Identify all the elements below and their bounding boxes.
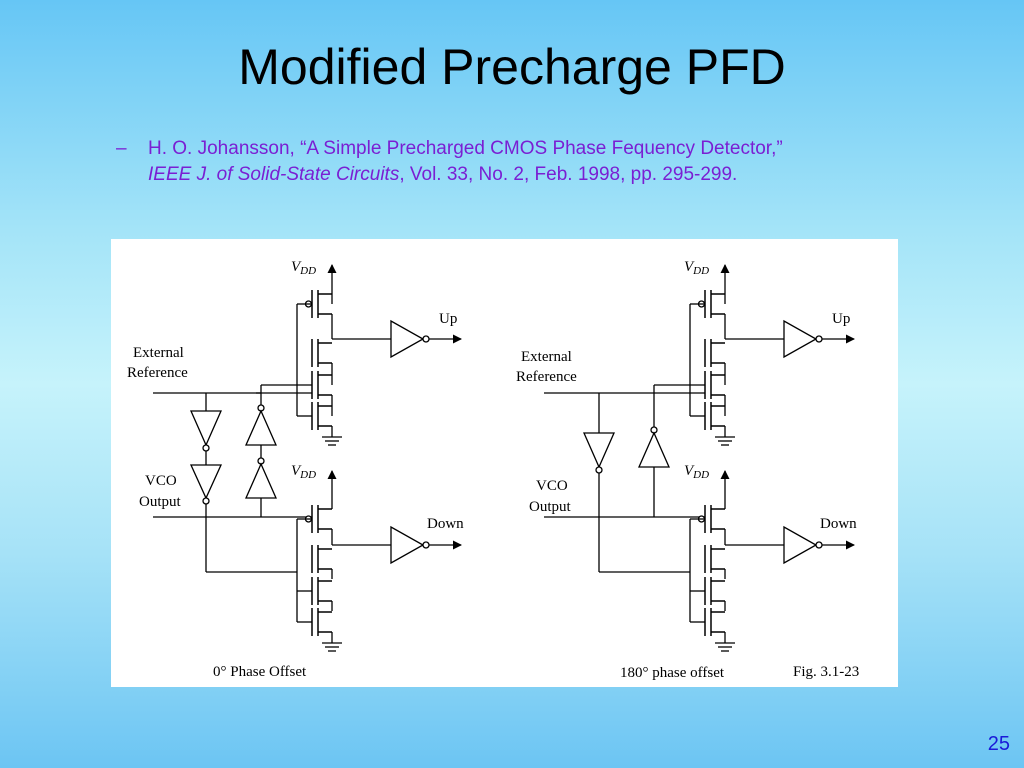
right-vco-line1: VCO — [536, 478, 568, 494]
citation-line-1: H. O. Johansson, “A Simple Precharged CM… — [148, 138, 783, 159]
right-vdd-bottom-label: VDD — [684, 463, 709, 481]
slide-number: 25 — [987, 733, 1010, 755]
right-ext-ref-line1: External — [521, 349, 572, 365]
left-vdd-bottom-label: VDD — [291, 463, 316, 481]
circuit-figure: VDD Up — [111, 239, 898, 687]
slide-title: Modified Precharge PFD — [238, 39, 786, 95]
citation-dash: – — [116, 138, 127, 159]
right-circuit: VDD Up External Reference — [516, 259, 857, 681]
left-vdd-top-label: VDD — [291, 259, 316, 277]
citation-line-2: IEEE J. of Solid-State Circuits, Vol. 33… — [148, 162, 936, 188]
right-up-label: Up — [832, 311, 850, 327]
figure-reference: Fig. 3.1-23 — [793, 664, 859, 680]
left-caption: 0° Phase Offset — [213, 664, 307, 680]
left-circuit: VDD Up — [127, 259, 464, 680]
right-vco-line2: Output — [529, 499, 572, 515]
right-caption: 180° phase offset — [620, 665, 725, 681]
left-down-label: Down — [427, 516, 464, 532]
citation: – H. O. Johansson, “A Simple Precharged … — [116, 136, 936, 188]
right-vdd-top-label: VDD — [684, 259, 709, 277]
right-ext-ref-line2: Reference — [516, 369, 577, 385]
right-down-label: Down — [820, 516, 857, 532]
left-vco-line2: Output — [139, 494, 182, 510]
left-up-label: Up — [439, 311, 457, 327]
left-vco-line1: VCO — [145, 473, 177, 489]
citation-details: , Vol. 33, No. 2, Feb. 1998, pp. 295-299… — [399, 164, 738, 185]
left-ext-ref-line2: Reference — [127, 365, 188, 381]
circuit-diagram: VDD Up — [127, 259, 859, 681]
left-ext-ref-line1: External — [133, 345, 184, 361]
citation-journal: IEEE J. of Solid-State Circuits — [148, 164, 400, 185]
